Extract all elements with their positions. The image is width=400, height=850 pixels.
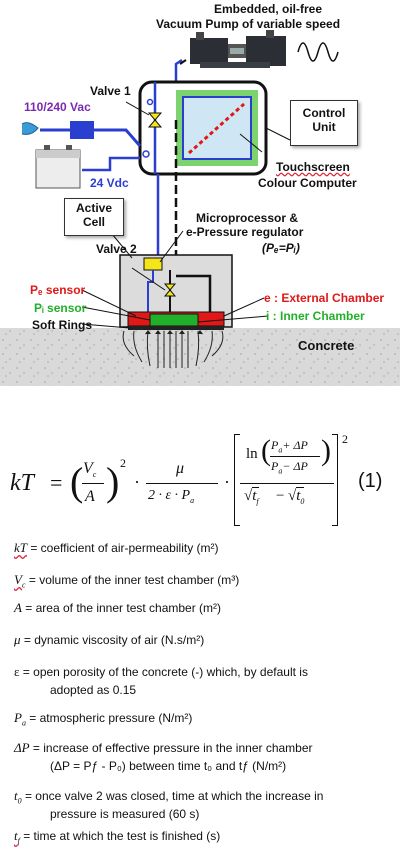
airflow-arrows (122, 330, 224, 368)
frac-line (82, 483, 104, 484)
ln-denominator: Pa− ΔP (271, 459, 308, 476)
pump-title-line2: Vacuum Pump of variable speed (156, 17, 341, 31)
dot-2: · (224, 472, 230, 492)
exp-2-outer: 2 (342, 432, 348, 446)
sqrt-t0: √t0 (288, 487, 305, 506)
bracket-right (332, 434, 338, 526)
inner-chamber (149, 313, 199, 327)
exp-2: 2 (120, 456, 126, 470)
def-epsilon: ε = open porosity of the concrete (-) wh… (14, 664, 308, 679)
def-t0: t0 = once valve 2 was closed, time at wh… (14, 788, 324, 806)
paren-ln-right: ) (321, 434, 331, 467)
formula-lhs: kT (10, 470, 34, 496)
paren-ln-left: ( (261, 434, 271, 467)
pump-title-line1: Embedded, oil-free (214, 2, 323, 16)
control-unit-line1: Control (302, 106, 346, 120)
soft-rings-label: Soft Rings (32, 318, 92, 332)
power-cable (40, 128, 142, 147)
frac-mu: μ (176, 460, 185, 477)
frac-line (146, 483, 218, 484)
valve-2 (163, 283, 177, 297)
active-cell-line2: Cell (82, 215, 105, 229)
inner-chamber-label: i : Inner Chamber (266, 309, 365, 323)
frac-vc: Vc (83, 460, 97, 480)
concrete-label: Concrete (298, 338, 355, 353)
def-pa: Pa = atmospheric pressure (N/m²) (14, 710, 193, 728)
def-t0-cont: pressure is measured (60 s) (50, 807, 200, 821)
power-ac-label: 110/240 Vac (24, 100, 91, 114)
frac-denom: 2 · ε · Pa (148, 488, 195, 505)
control-unit-line2: Unit (312, 120, 336, 134)
ln-label: ln (246, 446, 258, 462)
power-adapter (70, 121, 94, 139)
def-tf: tf = time at which the test is finished … (14, 828, 221, 846)
frac-a: A (85, 488, 95, 505)
kt-formula: kT = ( Vc A ) 2 · μ 2 · ε · Pa · ln ( Pa… (10, 432, 395, 532)
speed-wave-icon (297, 42, 339, 62)
def-vc: Vc = volume of the inner test chamber (m… (14, 572, 240, 590)
frac-line (270, 456, 320, 457)
pressure-rule: (Pₑ=Pᵢ) (262, 241, 300, 255)
valve-1-label: Valve 1 (90, 84, 131, 98)
def-mu: μ = dynamic viscosity of air (N.s/m²) (14, 632, 205, 647)
equation-number: (1) (358, 470, 383, 492)
control-unit-box: Control Unit (290, 100, 358, 146)
vacuum-pump (190, 30, 286, 68)
microprocessor-line2: e-Pressure regulator (186, 225, 304, 239)
dot-1: · (134, 472, 140, 492)
paren-left: ( (70, 459, 84, 504)
microprocessor-line1: Microprocessor & (196, 211, 299, 225)
frac-line (240, 483, 334, 484)
microprocessor-block (143, 257, 163, 271)
def-epsilon-cont: adopted as 0.15 (50, 683, 137, 697)
active-cell-box: Active Cell (64, 198, 124, 236)
def-a: A = area of the inner test chamber (m²) (14, 600, 222, 615)
formula-eq: = (50, 470, 63, 495)
def-delta-p: ΔP = increase of effective pressure in t… (14, 740, 313, 755)
active-cell-line1: Active (75, 201, 113, 215)
valve-1 (146, 98, 163, 128)
power-dc-label: 24 Vdc (90, 176, 129, 190)
sqrt-tf: √tf (244, 487, 259, 506)
screen-plot-line (188, 102, 245, 155)
def-delta-p-cont: (ΔP = Pƒ - P₀) between time t₀ and tƒ (N… (50, 759, 287, 773)
touchscreen-line2: Colour Computer (258, 176, 357, 190)
bracket-left (234, 434, 240, 526)
apparatus-diagram (0, 30, 400, 386)
touchscreen-line1: Touchscreen (276, 160, 350, 174)
ln-numerator: Pa+ ΔP (271, 438, 308, 455)
pe-sensor-label: Pₑ sensor (30, 283, 86, 297)
concrete-slab (0, 328, 400, 386)
paren-right: ) (106, 459, 120, 504)
external-chamber-label: e : External Chamber (264, 291, 385, 305)
def-kt: kT = coefficient of air-permeability (m²… (14, 540, 219, 555)
valve-2-label: Valve 2 (96, 242, 137, 256)
pi-sensor-label: Pᵢ sensor (34, 301, 87, 315)
minus-sign: − (276, 488, 285, 504)
battery (35, 145, 81, 189)
